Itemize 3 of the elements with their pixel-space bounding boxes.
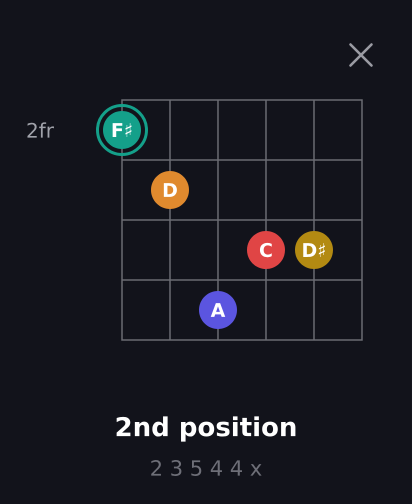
fret-number: 2fr bbox=[27, 122, 54, 138]
title: 2nd position bbox=[116, 416, 296, 442]
fingering-text: 2 3 5 4 4 x bbox=[151, 460, 262, 476]
